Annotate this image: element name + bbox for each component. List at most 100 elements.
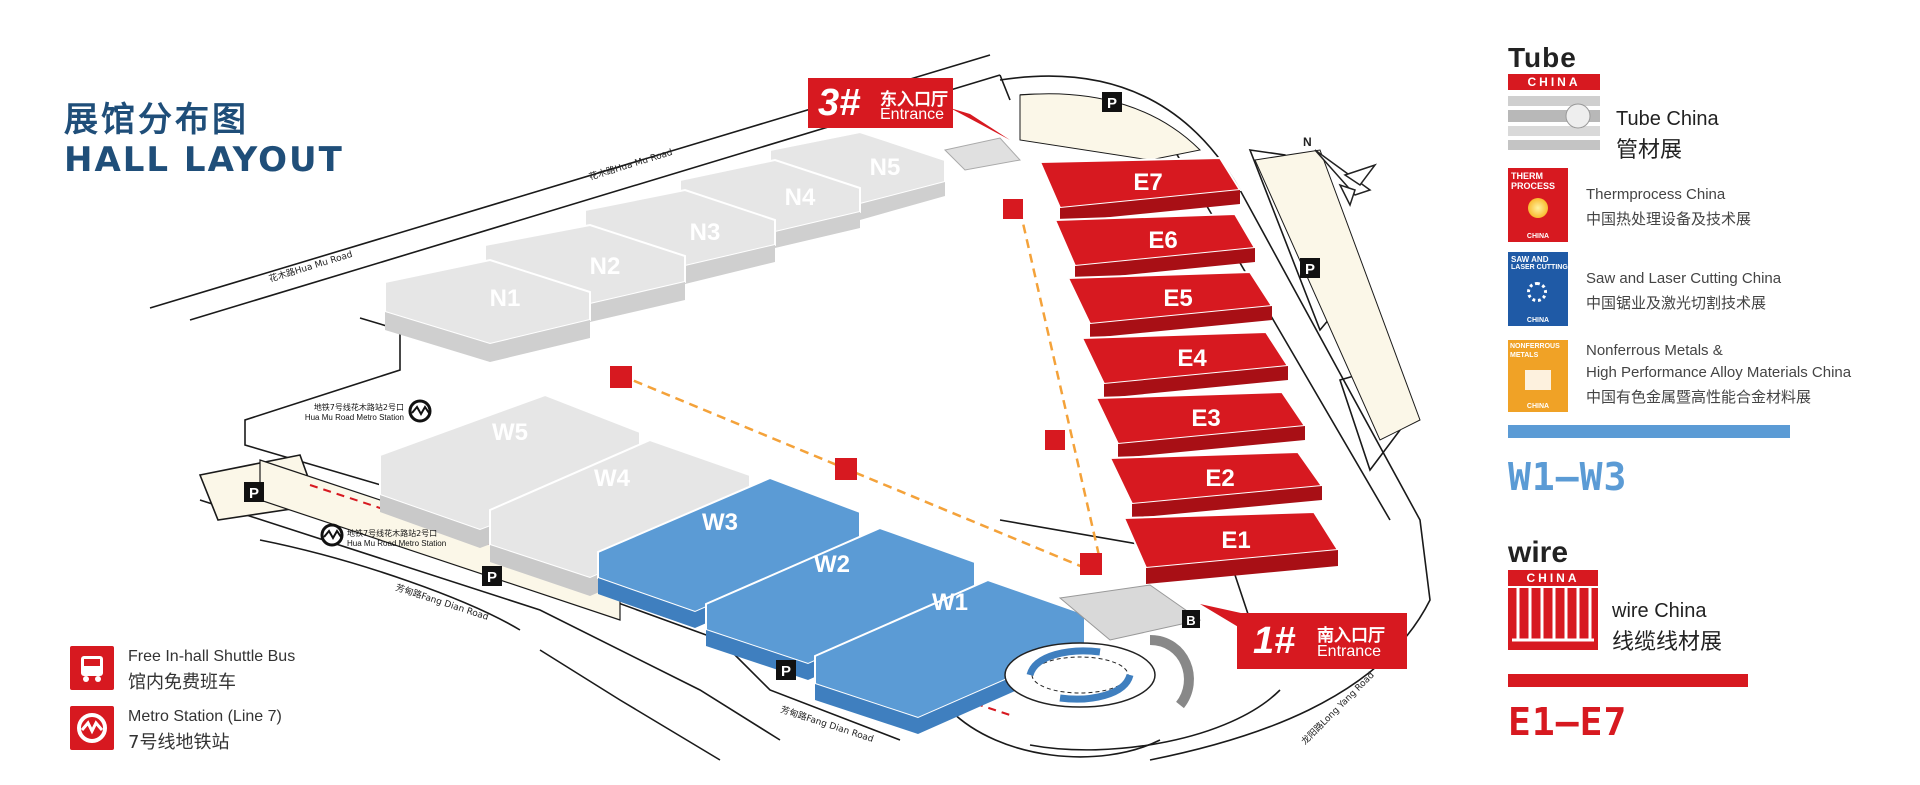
thermprocess-name-en: Thermprocess China [1586, 186, 1726, 203]
tube-logo-sub: CHINA [1508, 74, 1600, 90]
nonferrous-name-cn: 中国有色金属暨高性能合金材料展 [1586, 388, 1812, 406]
page-title-cn: 展馆分布图 [64, 100, 249, 140]
wire-coil-icon [1508, 588, 1598, 650]
hall-label-w1: W1 [932, 589, 968, 616]
legend-metro-cn: 7号线地铁站 [128, 732, 230, 753]
entrance-1-number: 1# [1253, 620, 1296, 662]
thermprocess-badge-line1: THERM [1511, 171, 1543, 181]
legend-shuttle-bus-en: Free In-hall Shuttle Bus [128, 648, 296, 665]
saw-badge-line2: LASER CUTTING [1511, 264, 1568, 271]
hall-e2[interactable]: E2 [1108, 450, 1324, 518]
entrance-3-label-en: Entrance [880, 106, 945, 123]
hall-label-e3: E3 [1191, 405, 1220, 432]
svg-text:P: P [487, 569, 497, 586]
parking-sign-east: P [1300, 258, 1320, 278]
metro-icon-south [320, 523, 344, 547]
saw-blade-icon [1527, 282, 1547, 302]
shuttle-bus-icon [70, 646, 114, 690]
nonferrous-badge-sub: CHINA [1526, 403, 1550, 410]
entrance-1-label-en: Entrance [1317, 643, 1382, 660]
shuttle-bus-stops [610, 199, 1102, 575]
parking-area-east [1254, 149, 1421, 441]
east-halls: E7 E6 E5 E4 E3 E2 E1 [1038, 156, 1340, 584]
entrance-1-callout[interactable]: 1# 南入口厅 Entrance [1237, 613, 1407, 669]
metro-icon [70, 706, 114, 750]
entrance-1-label-cn: 南入口厅 [1317, 626, 1385, 646]
entrance-hall-3-building [943, 137, 1021, 171]
svg-text:P: P [781, 663, 791, 680]
page-title-en: HALL LAYOUT [64, 140, 344, 180]
hall-e6[interactable]: E6 [1053, 212, 1257, 280]
nonferrous-name-en-1: Nonferrous Metals & [1586, 342, 1723, 359]
hall-label-e5: E5 [1163, 285, 1192, 312]
flame-icon [1528, 198, 1548, 218]
saw-badge-line1: SAW AND [1511, 255, 1549, 264]
west-blue-halls: W3 W2 W1 [597, 476, 1086, 734]
parking-sign-south-2: P [776, 660, 796, 680]
wire-china-name-cn: 线缆线材展 [1612, 630, 1723, 655]
parking-sign-north: P [1102, 92, 1122, 112]
thermprocess-badge: THERM PROCESS CHINA [1508, 168, 1568, 242]
nonferrous-badge: NONFERROUS METALS CHINA [1508, 340, 1568, 412]
hall-label-n1: N1 [490, 285, 521, 312]
hall-label-w3: W3 [702, 509, 738, 536]
hall-label-w2: W2 [814, 551, 850, 578]
red-zone-bar [1508, 674, 1748, 687]
shuttle-bus-icon [610, 366, 632, 388]
wire-china-logo: wire CHINA [1508, 536, 1598, 652]
entrance-3-label-cn: 东入口厅 [880, 90, 948, 110]
svg-text:P: P [1107, 95, 1117, 112]
hall-label-e6: E6 [1148, 227, 1177, 254]
thermprocess-badge-line2: PROCESS [1511, 181, 1556, 191]
entrance-3-pointer [950, 108, 1010, 140]
legend-metro-en: Metro Station (Line 7) [128, 708, 282, 725]
tube-china-name-cn: 管材展 [1616, 138, 1683, 163]
saw-name-cn: 中国锯业及激光切割技术展 [1586, 294, 1767, 312]
thermprocess-name-cn: 中国热处理设备及技术展 [1586, 210, 1752, 228]
saw-badge-sub: CHINA [1526, 317, 1550, 324]
nm-icon [1525, 370, 1551, 390]
tube-logo-word: Tube [1508, 42, 1577, 73]
red-zone-range: E1–E7 [1508, 700, 1628, 744]
hall-e3[interactable]: E3 [1094, 390, 1307, 458]
hall-label-e7: E7 [1133, 169, 1162, 196]
hall-e7[interactable]: E7 [1038, 156, 1242, 222]
west-grey-halls: W5 W4 [379, 393, 751, 596]
wire-logo-sub: CHINA [1508, 570, 1598, 586]
bus-stop-b-sign: B [1182, 610, 1200, 628]
hall-e5[interactable]: E5 [1066, 270, 1274, 338]
road-label-hua-mu-2: 花木路Hua Mu Road [267, 248, 353, 285]
parking-sign-west: P [244, 482, 264, 502]
hall-n1[interactable]: N1 [384, 258, 591, 362]
parking-area-north-east [1019, 93, 1202, 161]
nonferrous-badge-line2: METALS [1510, 352, 1539, 359]
road-label-long-yang: 龙阳路Long Yang Road [1299, 669, 1377, 747]
tube-pipes-icon [1508, 96, 1600, 150]
entrance-3-callout[interactable]: 3# 东入口厅 Entrance [808, 78, 953, 128]
hall-w3[interactable]: W3 [597, 476, 861, 628]
hall-label-e1: E1 [1221, 527, 1250, 554]
saw-badge: SAW AND LASER CUTTING CHINA [1508, 252, 1568, 326]
svg-text:P: P [249, 485, 259, 502]
tube-china-name-en: Tube China [1616, 108, 1719, 130]
hall-w4[interactable]: W4 [489, 438, 751, 596]
thermprocess-badge-sub: CHINA [1526, 233, 1550, 240]
hall-w5[interactable]: W5 [379, 393, 641, 548]
tube-china-logo: Tube CHINA [1508, 42, 1600, 154]
svg-text:N: N [1303, 135, 1312, 149]
svg-text:B: B [1186, 613, 1195, 628]
hall-label-w5: W5 [492, 419, 528, 446]
saw-name-en: Saw and Laser Cutting China [1586, 270, 1782, 287]
shuttle-route-diagonal [619, 373, 1091, 572]
metro-station-south-cn: 地铁7号线花木路站2号口 [347, 528, 437, 538]
road-label-fang-dian-1: 芳甸路Fang Dian Road [394, 581, 490, 622]
parking-sign-south-1: P [482, 566, 502, 586]
hall-e4[interactable]: E4 [1080, 330, 1290, 398]
hall-e1[interactable]: E1 [1122, 510, 1340, 584]
wire-logo-word: wire [1508, 536, 1569, 569]
nonferrous-name-en-2: High Performance Alloy Materials China [1586, 364, 1852, 381]
hall-label-n4: N4 [785, 184, 816, 211]
hall-label-e4: E4 [1177, 345, 1207, 372]
blue-zone-range: W1–W3 [1508, 455, 1628, 499]
